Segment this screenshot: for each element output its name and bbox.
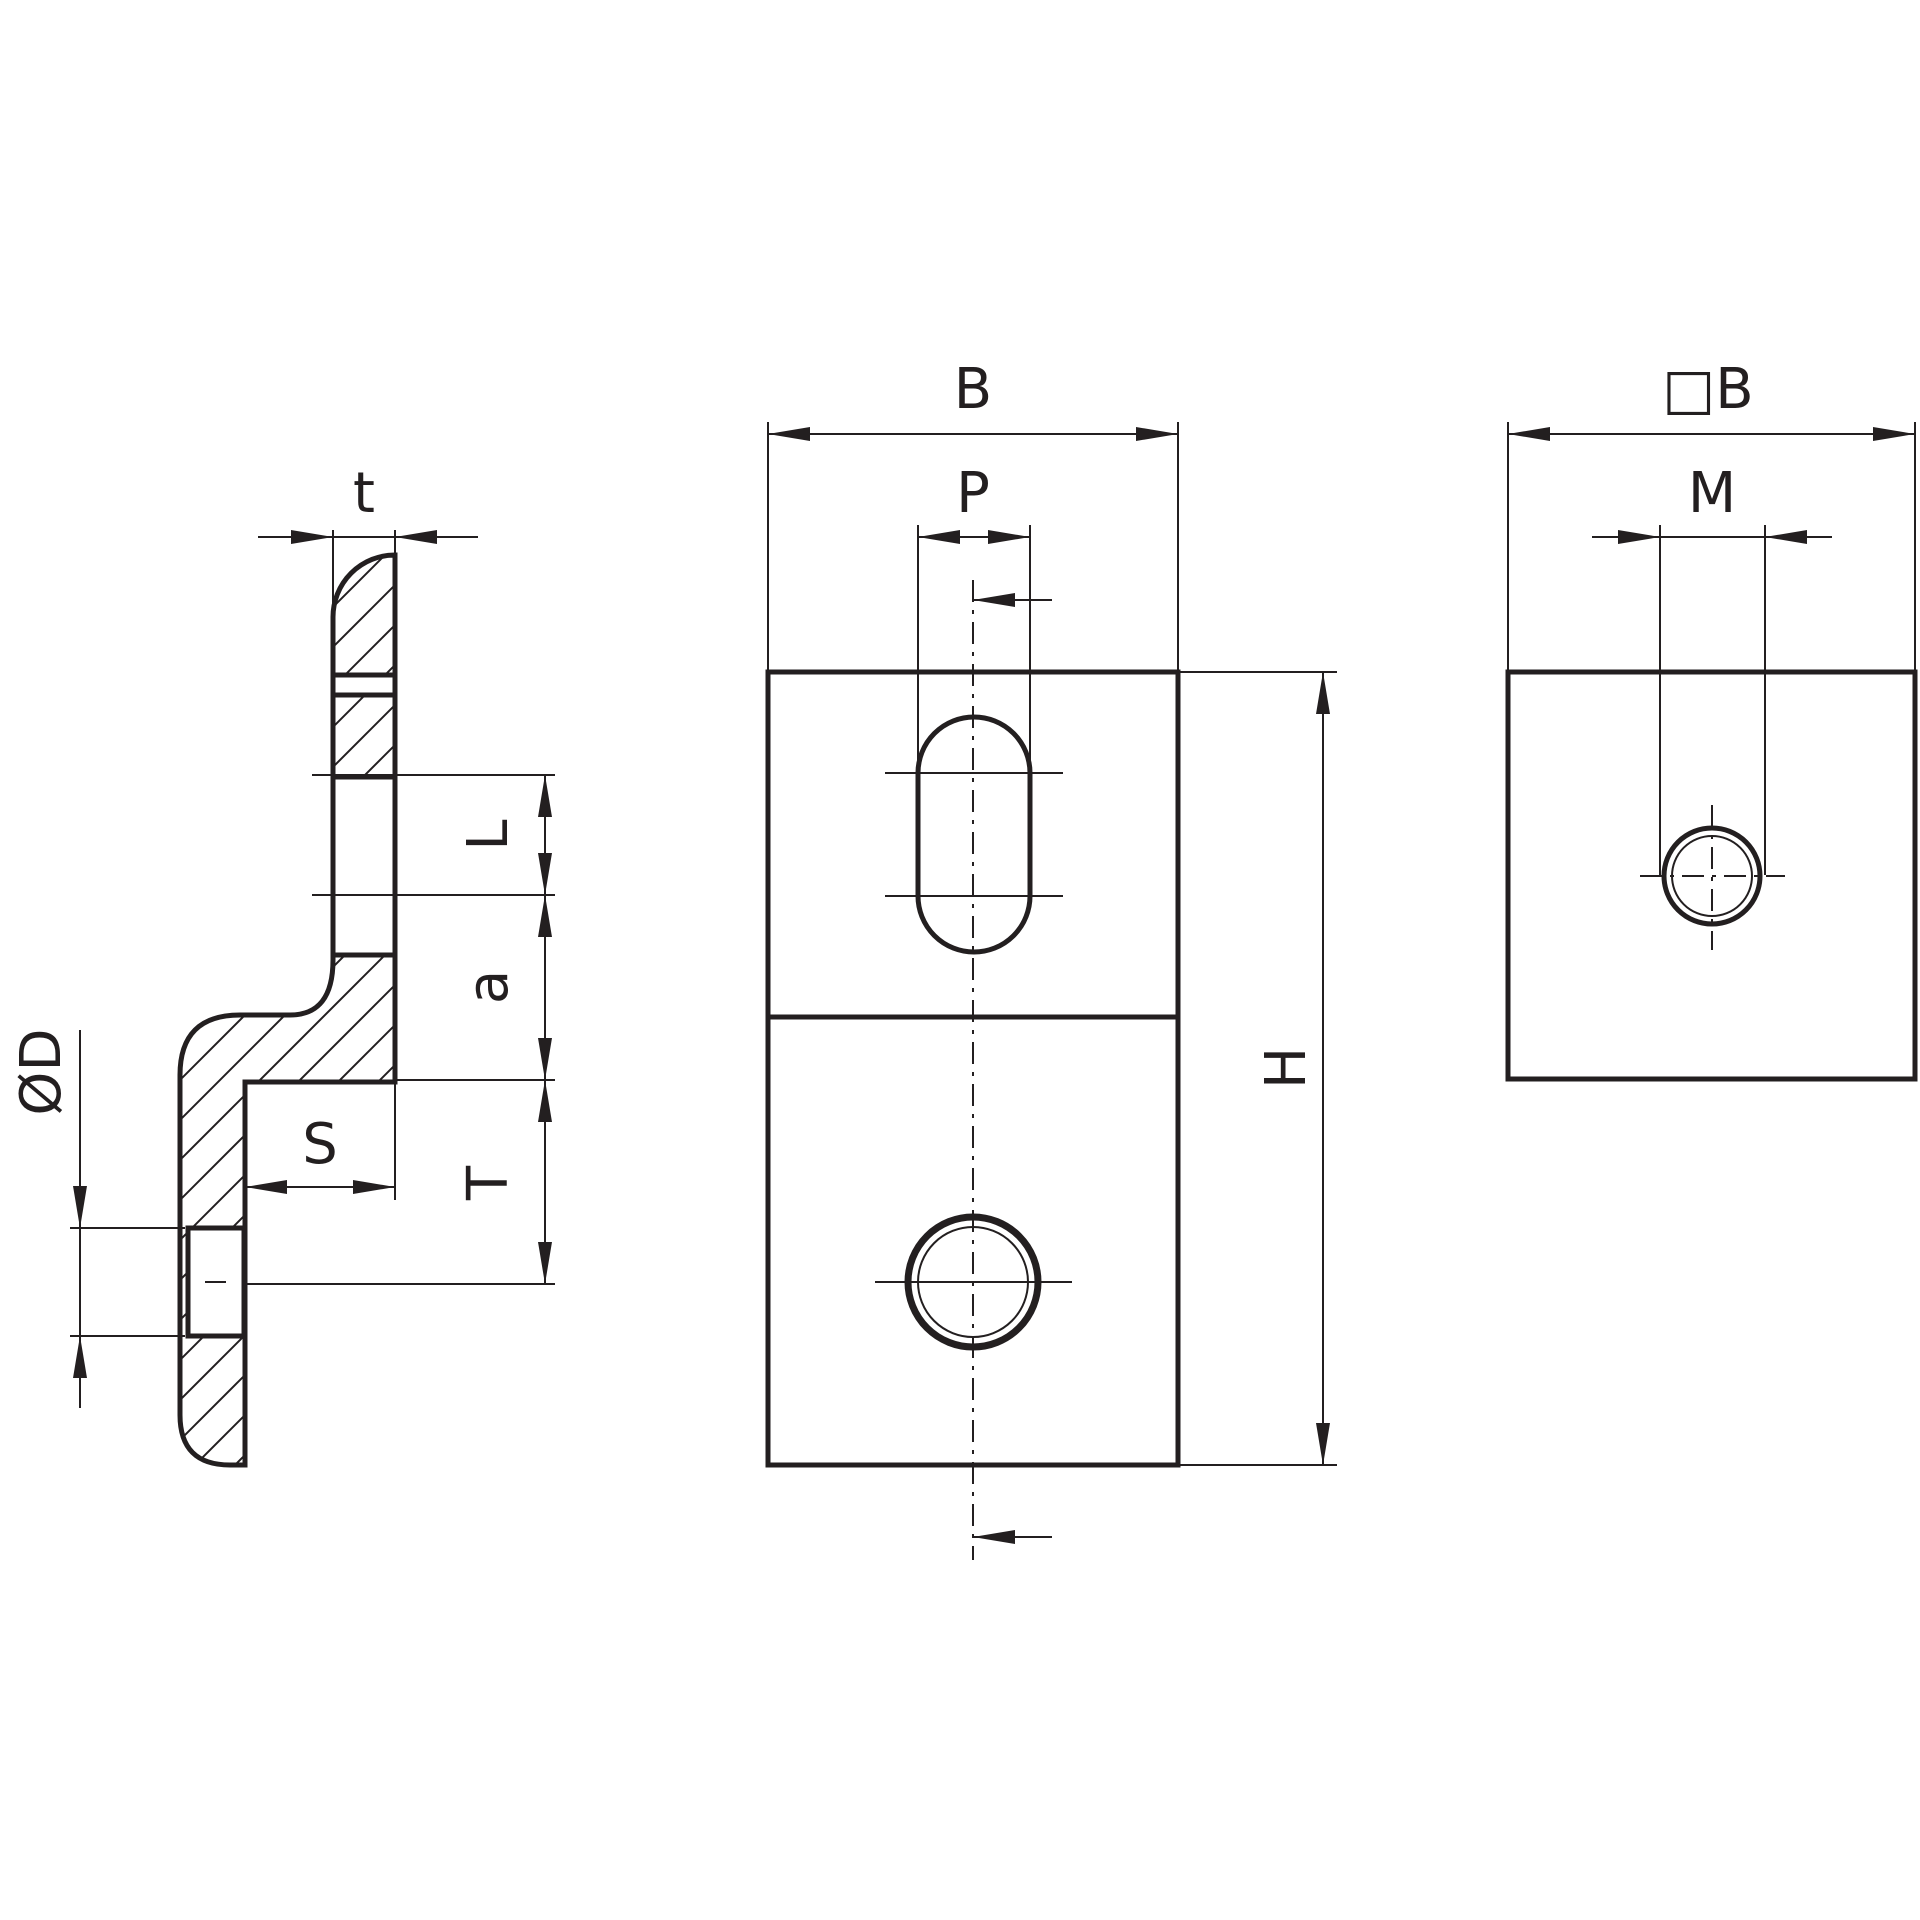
section-arrow-bottom [973,1530,1015,1544]
hatch-line [180,599,395,1001]
dim-label-square-B: □B [1662,357,1753,422]
hatch-line [180,1159,395,1465]
hatch-line [180,679,395,1081]
hatch-line [180,555,395,641]
end-body-outline [1505,669,1918,1082]
dim-label-B: B [954,357,992,422]
dim-label-t: t [353,461,375,526]
dim-label-a: a [456,970,521,1004]
hatch-line [180,959,395,1361]
hatch-line [180,555,395,801]
hatch-line [180,559,395,961]
section-hatching [180,555,395,1465]
hatch-line [180,555,395,841]
hatch-line [180,1079,395,1465]
section-outline [177,552,398,1468]
hatch-line [180,555,395,721]
hatch-line [180,1119,395,1465]
hatch-line [180,1039,395,1441]
hatch-line [180,919,395,1321]
hatch-line [180,799,395,1201]
hatch-line [180,999,395,1401]
section-arrow-top [973,593,1015,607]
dim-label-T: T [456,1165,521,1201]
hatch-line [180,1359,395,1465]
hatch-line [180,1399,395,1465]
hatch-line [180,759,395,1161]
dim-label-S: S [302,1112,338,1177]
dim-label-L: L [456,819,521,850]
hatch-line [180,639,395,1041]
hatch-line [180,839,395,1241]
hatch-line [180,555,395,761]
front-view: B P H [765,357,1337,1560]
hatch-line [180,719,395,1121]
dim-label-D: ØD [9,1028,74,1115]
hatch-line [180,555,395,681]
hatch-line [180,555,395,921]
hatch-line [180,1279,395,1465]
end-view: □B M [1505,357,1918,1082]
end-view-hole [1661,825,1763,927]
hatch-line [180,1319,395,1465]
dim-label-H: H [1254,1047,1319,1089]
side-section-view: t L a T S ØD [9,461,555,1468]
hatch-line [180,1199,395,1465]
hatch-line [180,1239,395,1465]
dim-label-M: M [1688,461,1736,526]
dim-label-P: P [956,461,990,526]
